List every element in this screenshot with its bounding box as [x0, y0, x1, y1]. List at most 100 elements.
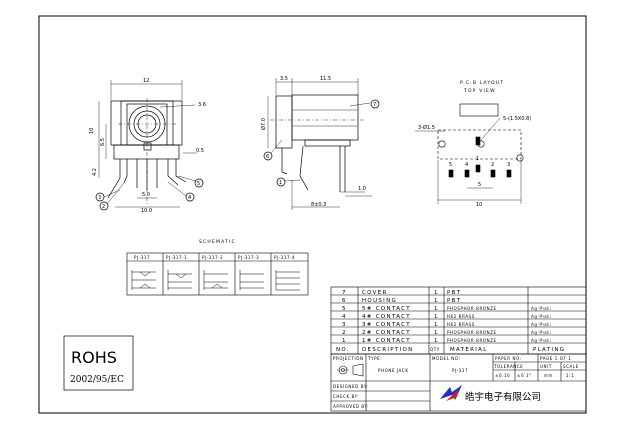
bom-row-3-desc: 3# CONTACT [362, 322, 411, 328]
callout-6: 6 [266, 154, 269, 160]
bom-row-7-qty: 1 [434, 290, 439, 296]
pcb-pad-label-4: 4 [465, 162, 468, 168]
dim-height: 10 [89, 128, 95, 134]
bom-row-7-no: 7 [342, 290, 347, 296]
callout-4: 4 [188, 195, 191, 201]
tb-tolerance-label: TOLERANCE [493, 364, 523, 369]
pcb-layout-title: P.C.B LAYOUT [460, 80, 504, 86]
bom-rows: 7 COVER 1 PBT 6 HOUSING 1 PBT 5 5# CONTA… [336, 290, 565, 353]
tb-type-label: TYPE: [367, 356, 382, 361]
bom-row-7-material: PBT [447, 290, 461, 296]
bom-row-1-no: 1 [342, 338, 347, 344]
tb-company-name: 皓宇电子有限公司 [465, 391, 541, 403]
dim-front-length: 3.5 [280, 76, 288, 82]
schematic-variant-3: PJ-317-2 [202, 255, 223, 260]
bom-row-3-material: H62 BRASS [447, 322, 475, 327]
bom-row-3-plating: Ag-Plati [531, 322, 551, 327]
projection-symbol-icon [337, 363, 364, 377]
bom-row-3-qty: 1 [434, 322, 439, 328]
schematic-symbol-2 [167, 270, 192, 290]
bom-row-4-material: H62 BRASS [447, 314, 475, 319]
dim-barrel-dia: Ø7.0 [260, 118, 267, 130]
bom-row-4-no: 4 [342, 314, 347, 320]
schematic-symbol-5 [275, 270, 300, 291]
bom-row-2-no: 2 [342, 330, 347, 336]
bom-row-2-desc: 2# CONTACT [362, 330, 411, 336]
tb-approved-label: APPROVED BY: [333, 404, 369, 409]
tb-scale-label: SCALE [563, 364, 579, 369]
dim-base-width: 10.0 [141, 208, 152, 214]
callout-3: 3 [98, 195, 101, 201]
dim-body-length: 11.5 [320, 76, 331, 82]
bom-row-1-plating: Ag-Plati [531, 338, 551, 343]
rohs-box [63, 335, 134, 391]
bom-row-4-desc: 4# CONTACT [362, 314, 411, 320]
dim-bottom: 8±0.3 [311, 202, 326, 208]
rohs-label: ROHS [71, 348, 117, 367]
tb-page-label: PAGE 1 OF 1 [540, 356, 571, 361]
schematic-variant-4: PJ-317-3 [238, 255, 259, 260]
bom-row-4-qty: 1 [434, 314, 439, 320]
tb-model-value: PJ-317 [452, 368, 468, 373]
company-logo-icon [440, 385, 462, 401]
bom-row-6-qty: 1 [434, 298, 439, 304]
bom-table [330, 286, 587, 355]
tb-model-label: MODEL NO: [432, 356, 461, 361]
callout-1: 1 [279, 180, 282, 186]
front-view [95, 80, 204, 211]
bom-row-2-plating: Ag-Plati [531, 330, 551, 335]
pcb-note-small-holes: 5-(1.5X0.8) [503, 116, 531, 122]
schematic-variant-1: PJ-317 [134, 255, 150, 260]
schematic-variant-5: PJ-317-4 [274, 255, 295, 260]
bom-row-1-desc: 1# CONTACT [362, 338, 411, 344]
bom-header-qty: QTY [430, 347, 440, 352]
tb-unit-value: mm [544, 373, 553, 378]
bom-header-plating: PLATING [533, 347, 565, 353]
sheet-border [38, 15, 587, 414]
pcb-pad-label-3: 3 [507, 162, 510, 168]
bom-row-3-no: 3 [342, 322, 347, 328]
tb-designed-label: DESIGNED BY: [333, 384, 368, 389]
pcb-layout-subtitle: TOP VIEW [463, 88, 496, 94]
dim-hole-dia: 3.6 [198, 102, 206, 108]
dim-pin-width: 0.5 [196, 148, 204, 154]
bom-row-6-material: PBT [447, 298, 461, 304]
side-view [263, 78, 380, 210]
tb-projection-label: PROJECTION [333, 356, 364, 361]
callout-2: 2 [102, 204, 105, 210]
schematic-symbol-1 [131, 270, 156, 290]
bom-row-5-qty: 1 [434, 306, 439, 312]
pcb-pad-label-1: 1 [476, 156, 479, 162]
tb-type-value: PHONE JACK [378, 368, 409, 373]
tb-check-label: CHECK BY: [333, 394, 359, 399]
pcb-note-big-holes: 3-Ø1.5 [418, 124, 435, 131]
bom-header-material: MATERIAL [450, 347, 488, 353]
pcb-dim-5: 5 [478, 182, 481, 188]
pcb-dim-10: 10 [476, 202, 482, 208]
bom-row-6-desc: HOUSING [362, 298, 397, 304]
tb-unit-label: UNIT [540, 364, 552, 369]
dim-pin-pitch: 5.0 [142, 192, 150, 198]
rohs-directive: 2002/95/EC [70, 375, 124, 385]
title-block [330, 353, 587, 412]
tb-tolerance-1: ±0.10 [495, 373, 510, 378]
bom-row-2-qty: 1 [434, 330, 439, 336]
schematic-variant-2: PJ-317-1 [166, 255, 187, 260]
bom-row-1-qty: 1 [434, 338, 439, 344]
dim-front-width: 12 [143, 78, 149, 84]
bom-row-5-desc: 5# CONTACT [362, 306, 411, 312]
bom-row-5-plating: Ag-Plati [531, 306, 551, 311]
schematic-title: SCHEMATIC [199, 239, 236, 245]
tb-paper-label: PAPER NO: [495, 356, 522, 361]
schematic-symbol-4 [239, 270, 264, 290]
dim-pin-length: 1.0 [358, 186, 366, 192]
bom-row-6-no: 6 [342, 298, 347, 304]
bom-row-2-material: PHOSPHOR BRONZE [447, 330, 497, 335]
bom-row-1-material: PHOSPHOR BRONZE [447, 338, 497, 343]
dim-axis-height: 6.5 [100, 138, 106, 146]
bom-row-5-material: PHOSPHOR BRONZE [447, 306, 497, 311]
bom-row-7-desc: COVER [362, 290, 388, 296]
dim-pin-offset: 4.2 [92, 168, 98, 176]
tb-scale-value: 1:1 [566, 373, 574, 378]
